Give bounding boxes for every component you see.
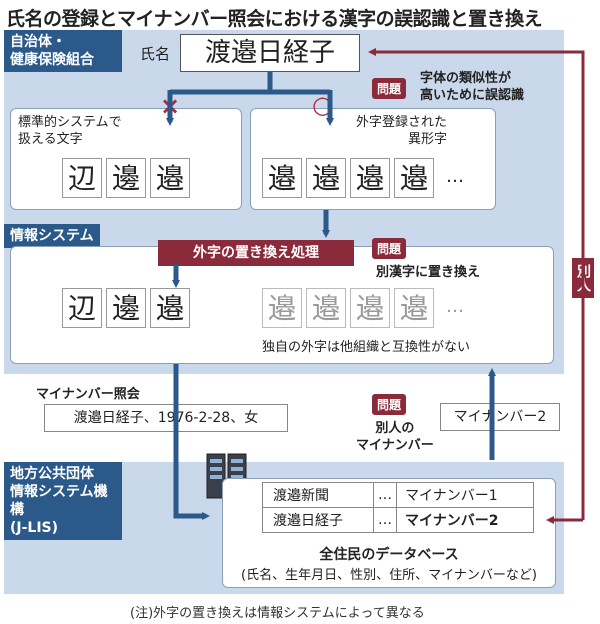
char-cell: 邊: [106, 158, 146, 198]
problem-text-1: 字体の類似性が 高いために誤認識: [420, 71, 525, 103]
char-cell: 邉: [306, 288, 346, 328]
problem-badge-2: 問題: [372, 238, 407, 259]
system-note: 独自の外字は他組織と互換性がない: [262, 340, 471, 355]
table-cell: マイナンバー1: [396, 482, 534, 508]
table-cell: 渡邉新聞: [262, 482, 374, 508]
gaiji-chars: 邉邉邉邉: [262, 158, 438, 198]
table-row: 渡邉新聞 … マイナンバー1: [262, 482, 534, 508]
footnote: (注)外字の置き換えは情報システムによって異なる: [130, 606, 425, 621]
char-cell: 邉: [394, 288, 434, 328]
jlis-tag: 地方公共団体 情報システム機構 (J-LIS): [4, 462, 122, 540]
page-title: 氏名の登録とマイナンバー照会における漢字の誤認識と置き換え: [6, 8, 543, 30]
problem-badge-3: 問題: [372, 394, 407, 415]
char-cell: 邉: [150, 158, 190, 198]
system-grey-chars: 邉邉邉邉: [262, 288, 438, 328]
standard-chars: 辺邊邉: [62, 158, 194, 198]
db-title: 全住民のデータベース: [319, 547, 459, 563]
returned-number-box: マイナンバー2: [440, 403, 560, 431]
gaiji-ellipsis: …: [446, 166, 464, 187]
inquiry-box: 渡邉日経子、1976-2-28、女: [44, 404, 288, 432]
name-label: 氏名: [140, 45, 171, 63]
char-cell: 邉: [262, 288, 302, 328]
char-cell: 辺: [62, 158, 102, 198]
table-cell: …: [373, 507, 397, 533]
char-cell: 邉: [350, 288, 390, 328]
database-table: 渡邉新聞 … マイナンバー1 渡邉日経子 … マイナンバー2: [262, 482, 534, 533]
name-box: 渡邉日経子: [180, 34, 360, 72]
info-system-tag: 情報システム: [4, 224, 100, 248]
char-cell: 邉: [394, 158, 434, 198]
table-cell: 渡邉日経子: [262, 507, 374, 533]
replace-label: 外字の置き換え処理: [158, 240, 354, 266]
standard-caption: 標準的システムで 扱える文字: [18, 115, 122, 147]
table-cell: マイナンバー2: [396, 507, 534, 533]
system-ellipsis: …: [446, 296, 464, 317]
table-row: 渡邉日経子 … マイナンバー2: [262, 507, 534, 533]
table-cell: …: [373, 482, 397, 508]
gaiji-caption: 外字登録された 異形字: [356, 115, 448, 147]
circle-mark: ○: [312, 91, 333, 119]
problem-text-2: 別漢字に置き換え: [376, 265, 481, 280]
char-cell: 邊: [106, 288, 146, 328]
other-person-label: 別人: [572, 258, 594, 298]
db-subtitle: (氏名、生年月日、性別、住所、マイナンバーなど): [241, 568, 537, 583]
char-cell: 邉: [306, 158, 346, 198]
char-cell: 邉: [150, 288, 190, 328]
inquiry-label: マイナンバー照会: [36, 387, 140, 402]
system-chars: 辺邊邉: [62, 288, 194, 328]
char-cell: 邉: [262, 158, 302, 198]
char-cell: 辺: [62, 288, 102, 328]
char-cell: 邉: [350, 158, 390, 198]
municipality-tag: 自治体・ 健康保険組合: [4, 30, 122, 72]
problem-text-3: 別人の マイナンバー: [356, 421, 434, 453]
cross-mark: ×: [160, 92, 181, 120]
problem-badge-1: 問題: [372, 78, 407, 99]
